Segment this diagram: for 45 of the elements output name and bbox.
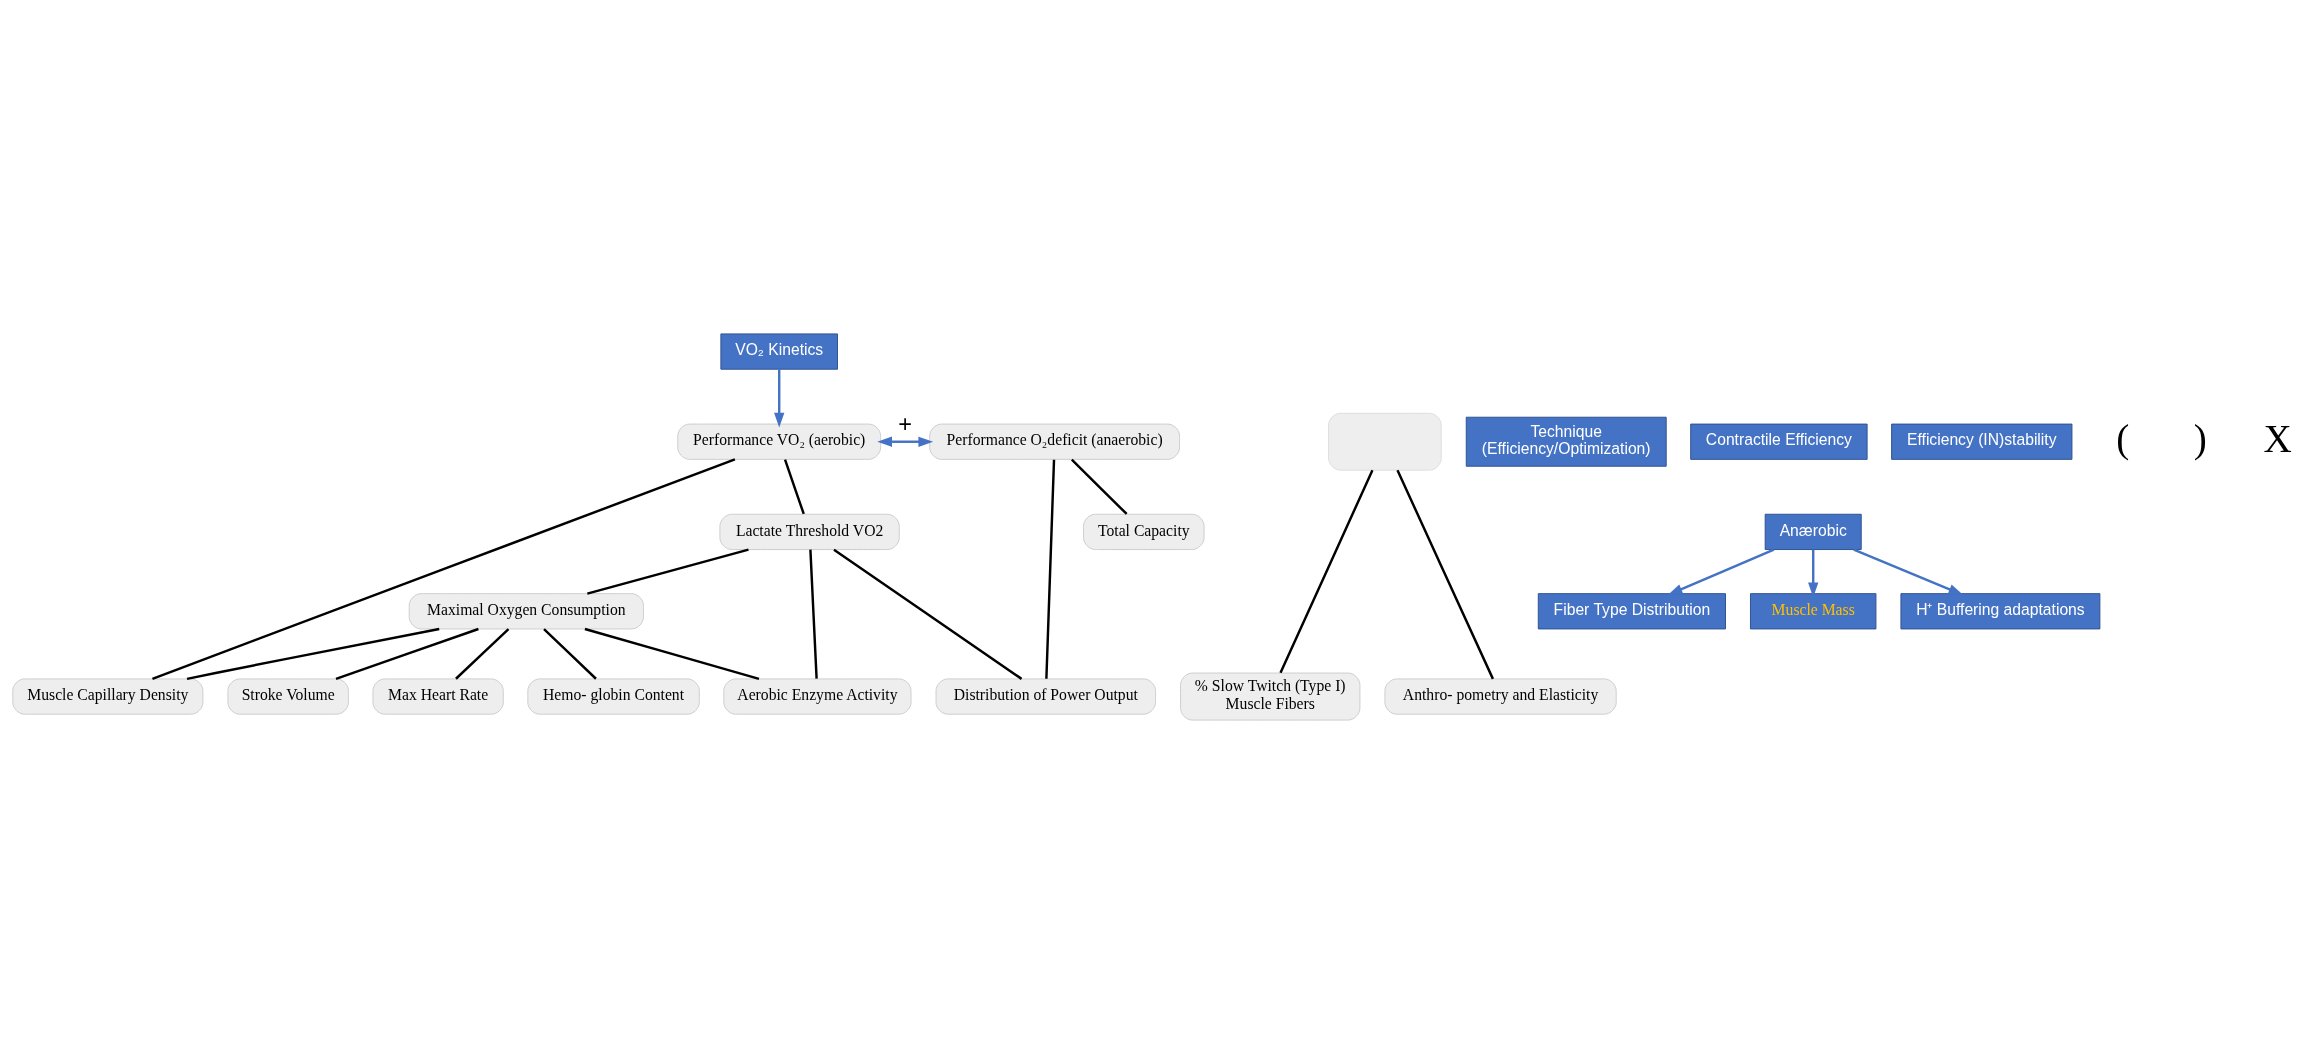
arrow (1808, 549, 1819, 597)
node-box: Stroke Volume (227, 677, 349, 715)
label: ) (2193, 416, 2207, 460)
edge-label: + (898, 410, 913, 437)
node-box: Muscle Mass (1750, 592, 1877, 629)
node-box: Anærobic (1764, 513, 1862, 550)
connector (809, 549, 818, 679)
connector (1045, 459, 1056, 679)
node-box: Lactate Threshold VO2 (719, 513, 900, 550)
connector (1279, 469, 1374, 673)
node-box: H⁺ Buffering adaptations (1900, 592, 2101, 629)
node-box: % Slow Twitch (Type I) Muscle Fibers (1180, 672, 1361, 721)
node-box: Muscle Capillary Density (12, 677, 204, 715)
node-box: Performance O₂deficit (anaerobic) (929, 423, 1181, 460)
node-box: Performance VO₂ (aerobic) (677, 423, 882, 460)
node-box: Max Heart Rate (372, 677, 504, 715)
node-box (1328, 412, 1442, 471)
arrow (1853, 548, 1964, 595)
node-box: Aerobic Enzyme Activity (723, 677, 912, 715)
connector (1396, 469, 1495, 679)
node-box: Contractile Efficiency (1690, 423, 1868, 460)
label: X (2263, 416, 2292, 460)
connector (1070, 458, 1128, 515)
connector (783, 458, 805, 514)
node-box: Technique (Efficiency/Optimization) (1465, 416, 1667, 467)
node-box: Maximal Oxygen Consumption (408, 592, 644, 629)
arrow (774, 369, 785, 427)
label: ( (2116, 416, 2130, 460)
connector (152, 457, 736, 680)
connector (587, 547, 749, 595)
node-box: Total Capacity (1083, 513, 1205, 550)
connector (335, 627, 479, 680)
arrow (1667, 548, 1775, 595)
node-box: Anthro- pometry and Elasticity (1384, 677, 1617, 715)
connector (833, 548, 1023, 680)
connector (455, 627, 510, 680)
node-box: Distribution of Power Output (935, 677, 1157, 715)
node-box: Hemo- globin Content (527, 677, 700, 715)
node-box: Fiber Type Distribution (1537, 592, 1726, 629)
arrow (877, 436, 934, 447)
connector (543, 627, 597, 680)
connector (584, 627, 760, 680)
connector (186, 627, 440, 680)
node-box: VO₂ Kinetics (720, 332, 838, 370)
node-box: Efficiency (IN)stability (1891, 423, 2073, 460)
